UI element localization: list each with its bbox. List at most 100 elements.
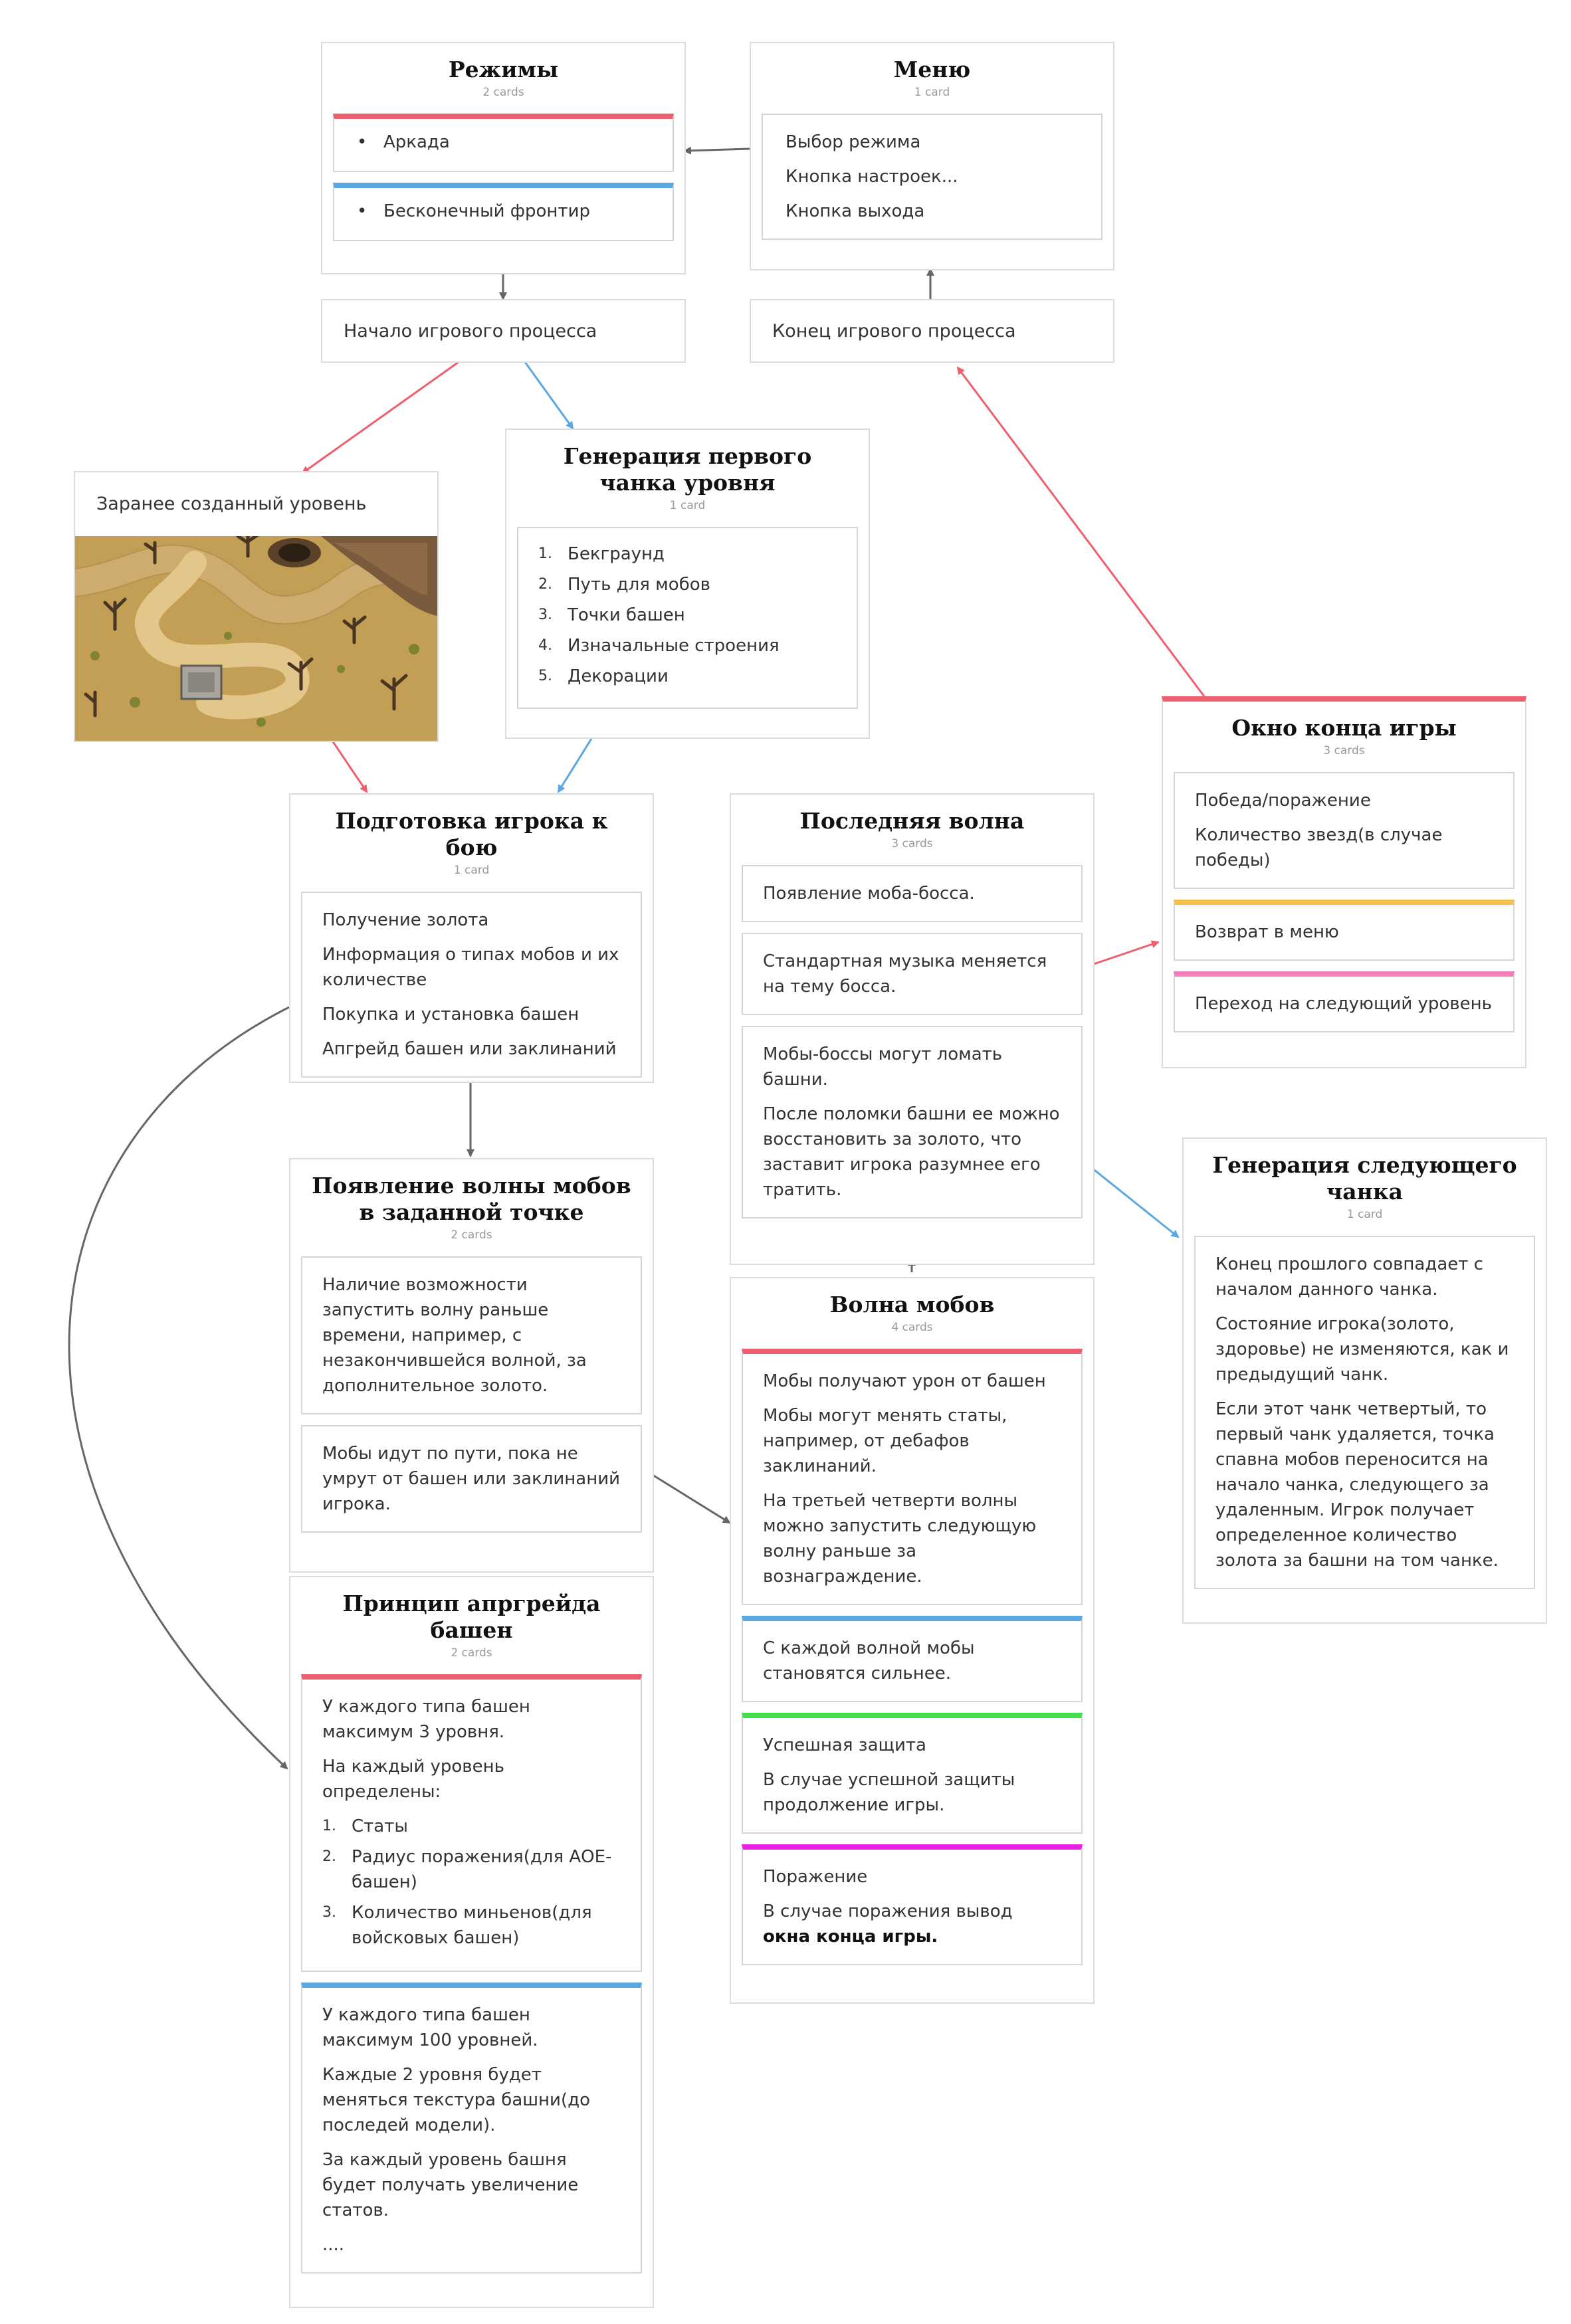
modes-card-frontier[interactable]: •Бесконечный фронтир — [333, 183, 674, 241]
end-window-card-next-level[interactable]: Переход на следующий уровень — [1174, 971, 1515, 1032]
card-line: Покупка и установка башен — [322, 1005, 579, 1024]
card-line: С каждой волной мобы становятся сильнее. — [763, 1638, 975, 1684]
end-window-title: Окно конца игры — [1231, 715, 1457, 741]
last-wave-title: Последняя волна — [799, 808, 1025, 834]
first-chunk-card-count: 1 card — [669, 499, 706, 512]
first-chunk-column[interactable]: Генерация первого чанка уровня 1 card 1.… — [505, 429, 870, 739]
list-number: 3. — [538, 607, 552, 623]
end-window-card-menu[interactable]: Возврат в меню — [1174, 900, 1515, 961]
menu-card[interactable]: Выбор режима Кнопка настроек... Кнопка в… — [762, 114, 1102, 240]
modes-item: Аркада — [383, 132, 450, 152]
last-wave-card-boss[interactable]: Появление моба-босса. — [742, 865, 1083, 922]
end-window-column[interactable]: Окно конца игры 3 cards Победа/поражение… — [1162, 696, 1526, 1068]
wave-spawn-title: Появление волны мобов в заданной точке — [312, 1173, 631, 1225]
menu-item: Кнопка настроек... — [785, 167, 958, 187]
list-number: 1. — [538, 545, 552, 562]
last-wave-card-music[interactable]: Стандартная музыка меняется на тему босс… — [742, 933, 1083, 1015]
list-item: Бекграунд — [568, 544, 665, 564]
wave-spawn-card-early[interactable]: Наличие возможности запустить волну рань… — [301, 1256, 642, 1414]
arrow-prep-to-upgrade — [68, 1006, 290, 1770]
game-start-label: Начало игрового процесса — [344, 320, 597, 341]
list-item: Изначальные строения — [568, 636, 780, 656]
card-line: Поражение — [763, 1867, 868, 1887]
card-line: Мобы-боссы могут ломать башни. — [763, 1044, 1003, 1090]
list-number: 2. — [322, 1848, 336, 1865]
mob-wave-card-stronger[interactable]: С каждой волной мобы становятся сильнее. — [742, 1616, 1083, 1702]
modes-title: Режимы — [448, 56, 559, 82]
card-line: Успешная защита — [763, 1735, 926, 1755]
card-line: Состояние игрока(золото, здоровье) не из… — [1215, 1314, 1509, 1385]
card-line: На третьей четверти волны можно запустит… — [763, 1491, 1037, 1587]
card-line: Возврат в меню — [1195, 922, 1339, 942]
card-line: Мобы получают урон от башен — [763, 1371, 1046, 1391]
arrow-start-to-premade — [301, 361, 459, 474]
list-item: Радиус поражения(для АОЕ-башен) — [352, 1847, 612, 1892]
end-window-card-result[interactable]: Победа/поражение Количество звезд(в случ… — [1174, 772, 1515, 889]
list-number: 1. — [322, 1818, 336, 1834]
upgrade-card-arcade[interactable]: У каждого типа башен максимум 3 уровня. … — [301, 1674, 642, 1972]
premade-level-node[interactable]: Заранее созданный уровень — [74, 471, 439, 742]
card-line: Каждые 2 уровня будет меняться текстура … — [322, 2065, 590, 2135]
mob-wave-column[interactable]: Волна мобов 4 cards Мобы получают урон о… — [730, 1277, 1095, 2004]
prep-card-count: 1 card — [453, 864, 490, 877]
card-line: Информация о типах мобов и их количестве — [322, 945, 619, 990]
menu-item: Кнопка выхода — [785, 201, 925, 221]
mob-wave-title: Волна мобов — [829, 1292, 995, 1317]
card-line: У каждого типа башен максимум 3 уровня. — [322, 1697, 530, 1742]
card-line: Стандартная музыка меняется на тему босс… — [763, 951, 1047, 997]
card-line: Наличие возможности запустить волну рань… — [322, 1275, 587, 1396]
card-line: Победа/поражение — [1195, 791, 1371, 811]
next-chunk-card-count: 1 card — [1346, 1208, 1383, 1221]
game-start-node[interactable]: Начало игрового процесса — [321, 299, 686, 363]
upgrade-card-frontier[interactable]: У каждого типа башен максимум 100 уровне… — [301, 1983, 642, 2274]
card-line: У каждого типа башен максимум 100 уровне… — [322, 2005, 538, 2050]
list-number: 3. — [322, 1904, 336, 1921]
arrow-wave-spawn-to-mob-wave — [652, 1474, 731, 1524]
card-line: Переход на следующий уровень — [1195, 994, 1492, 1014]
mob-wave-card-damage[interactable]: Мобы получают урон от башен Мобы могут м… — [742, 1349, 1083, 1605]
card-line: Если этот чанк четвертый, то первый чанк… — [1215, 1399, 1499, 1571]
prep-title: Подготовка игрока к бою — [335, 808, 608, 860]
upgrade-title: Принцип апргрейда башен — [342, 1591, 601, 1643]
next-chunk-column[interactable]: Генерация следующего чанка 1 card Конец … — [1182, 1137, 1547, 1624]
list-item: Статы — [352, 1816, 408, 1836]
modes-card-count: 2 cards — [482, 86, 524, 99]
first-chunk-title: Генерация первого чанка уровня — [563, 443, 812, 496]
card-line: Конец прошлого совпадает с началом данно… — [1215, 1254, 1483, 1300]
arrow-menu-to-modes — [683, 146, 750, 155]
last-wave-column[interactable]: Последняя волна 3 cards Появление моба-б… — [730, 793, 1095, 1265]
list-number: 5. — [538, 668, 552, 684]
modes-item: Бесконечный фронтир — [383, 201, 590, 221]
card-line: .... — [322, 2235, 345, 2255]
mob-wave-card-defeat[interactable]: Поражение В случае поражения вывод окна … — [742, 1844, 1083, 1965]
card-line: Мобы могут менять статы, например, от де… — [763, 1406, 1007, 1476]
menu-column[interactable]: Меню 1 card Выбор режима Кнопка настроек… — [750, 42, 1114, 270]
modes-column[interactable]: Режимы 2 cards •Аркада •Бесконечный фрон… — [321, 42, 686, 274]
game-end-node[interactable]: Конец игрового процесса — [750, 299, 1114, 363]
wave-spawn-column[interactable]: Появление волны мобов в заданной точке 2… — [289, 1158, 654, 1573]
prep-column[interactable]: Подготовка игрока к бою 1 card Получение… — [289, 793, 654, 1083]
card-line: На каждый уровень определены: — [322, 1757, 504, 1802]
card-line: Количество звезд(в случае победы) — [1195, 825, 1443, 870]
end-window-link-text: окна конца игры. — [763, 1927, 938, 1947]
arrow-first-chunk-to-prep — [557, 735, 595, 793]
wave-spawn-card-path[interactable]: Мобы идут по пути, пока не умрут от баше… — [301, 1425, 642, 1533]
card-line: Апгрейд башен или заклинаний — [322, 1039, 617, 1059]
menu-item: Выбор режима — [785, 132, 921, 152]
next-chunk-card[interactable]: Конец прошлого совпадает с началом данно… — [1194, 1236, 1535, 1589]
list-item: Путь для мобов — [568, 575, 710, 595]
list-number: 2. — [538, 576, 552, 593]
arrow-premade-to-prep — [330, 738, 368, 793]
mob-wave-card-success[interactable]: Успешная защита В случае успешной защиты… — [742, 1713, 1083, 1834]
card-line: В случае успешной защиты продолжение игр… — [763, 1770, 1015, 1815]
prep-card[interactable]: Получение золота Информация о типах мобо… — [301, 892, 642, 1078]
upgrade-card-count: 2 cards — [451, 1646, 492, 1660]
first-chunk-card[interactable]: 1.Бекграунд 2.Путь для мобов 3.Точки баш… — [517, 527, 858, 709]
modes-card-arcade[interactable]: •Аркада — [333, 114, 674, 172]
upgrade-column[interactable]: Принцип апргрейда башен 2 cards У каждог… — [289, 1576, 654, 2308]
card-line: Появление моба-босса. — [763, 884, 975, 904]
card-line: После поломки башни ее можно восстановит… — [763, 1104, 1060, 1200]
tower-defense-level-map-image — [75, 536, 437, 741]
menu-card-count: 1 card — [914, 86, 950, 99]
last-wave-card-break[interactable]: Мобы-боссы могут ломать башни. После пол… — [742, 1026, 1083, 1218]
